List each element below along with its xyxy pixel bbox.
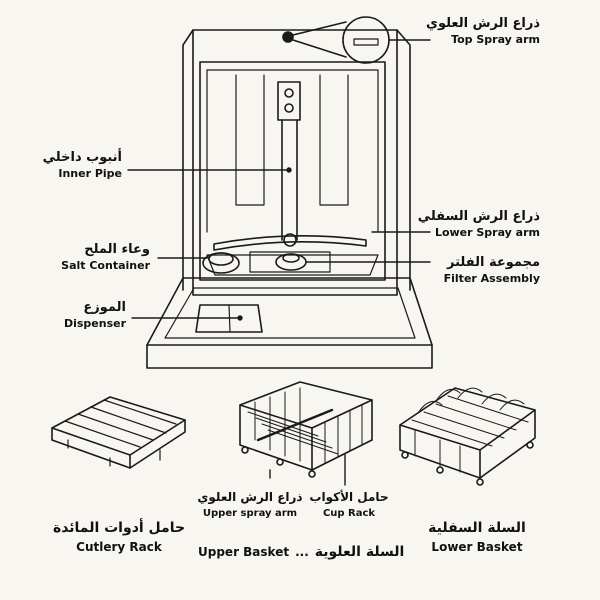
- upper-basket-ar: السلة العلوية: [314, 544, 405, 560]
- cutlery-rack-ar: حامل أدوات المائدة: [52, 520, 186, 536]
- inner-pipe-ar: أنبوب داخلي: [42, 150, 122, 165]
- lower-basket-en: Lower Basket: [431, 540, 523, 554]
- upper-spray-arm-ar: ذراع الرش العلوي: [197, 490, 303, 504]
- filter-area: [249, 251, 331, 273]
- inner-pipe: [277, 81, 301, 241]
- upper-spray-arm-label: ذراع الرش العلوي Upper spray arm: [196, 491, 304, 519]
- filter-assembly-ar: مجموعة الفلتر: [447, 255, 540, 270]
- cutlery-rack-label: حامل أدوات المائدة Cutlery Rack: [44, 521, 194, 553]
- salt-container: [202, 252, 240, 274]
- tub-outer-wall: [192, 29, 398, 296]
- top-spray-arm-ar: ذراع الرش العلوي: [426, 16, 540, 31]
- lower-spray-arm-label: ذراع الرش السفلي Lower Spray arm: [417, 209, 540, 239]
- upper-basket-label: Upper Basket ... السلة العلوية: [198, 545, 408, 559]
- filter-assembly-en: Filter Assembly: [443, 272, 540, 285]
- tub-right-edge: [396, 29, 411, 291]
- inner-pipe-label: أنبوب داخلي Inner Pipe: [20, 151, 122, 179]
- salt-container-label: وعاء الملح Salt Container: [40, 243, 150, 271]
- lower-spray-arm-en: Lower Spray arm: [434, 226, 540, 239]
- dishwasher-door: [146, 277, 433, 369]
- upper-basket: [239, 381, 373, 478]
- tub-left-edge: [182, 29, 194, 291]
- dispenser-en: Dispenser: [63, 317, 126, 330]
- top-spray-arm-label: ذراع الرش العلوي Top Spray arm: [420, 17, 540, 45]
- tub-inner-back: [199, 61, 386, 281]
- right-inner-rib: [319, 74, 349, 206]
- cup-rack-label: حامل الأكواب Cup Rack: [306, 491, 392, 519]
- left-inner-rib: [235, 74, 265, 206]
- inner-pipe-en: Inner Pipe: [58, 167, 122, 180]
- upper-spray-arm-en: Upper spray arm: [202, 508, 298, 519]
- cutlery-rack: [51, 396, 186, 469]
- top-spray-arm: [282, 16, 390, 64]
- cutlery-rack-en: Cutlery Rack: [76, 540, 162, 554]
- lower-basket-ar: السلة السفلية: [428, 520, 526, 536]
- top-spray-arm-en: Top Spray arm: [451, 33, 540, 46]
- dispenser-label: الموزع Dispenser: [40, 301, 126, 329]
- tub-floor: [206, 254, 379, 276]
- upper-basket-separator: ...: [295, 545, 309, 559]
- cup-rack-en: Cup Rack: [322, 508, 376, 519]
- tub-inner-rim: [206, 69, 379, 233]
- lower-spray-arm-ar: ذراع الرش السفلي: [417, 209, 540, 224]
- salt-container-en: Salt Container: [61, 259, 150, 272]
- lower-spray-arm: [213, 233, 367, 251]
- dispenser-ar: الموزع: [83, 300, 126, 315]
- dishwasher-tub: [182, 29, 411, 296]
- leader-lines: [127, 39, 431, 321]
- filter-assembly: [275, 253, 307, 271]
- filter-assembly-label: مجموعة الفلتر Filter Assembly: [420, 256, 540, 284]
- salt-container-ar: وعاء الملح: [84, 242, 150, 257]
- cup-rack-ar: حامل الأكواب: [309, 490, 389, 504]
- lower-basket: [399, 387, 536, 486]
- lower-basket-label: السلة السفلية Lower Basket: [412, 521, 542, 553]
- upper-basket-en: Upper Basket: [198, 545, 290, 559]
